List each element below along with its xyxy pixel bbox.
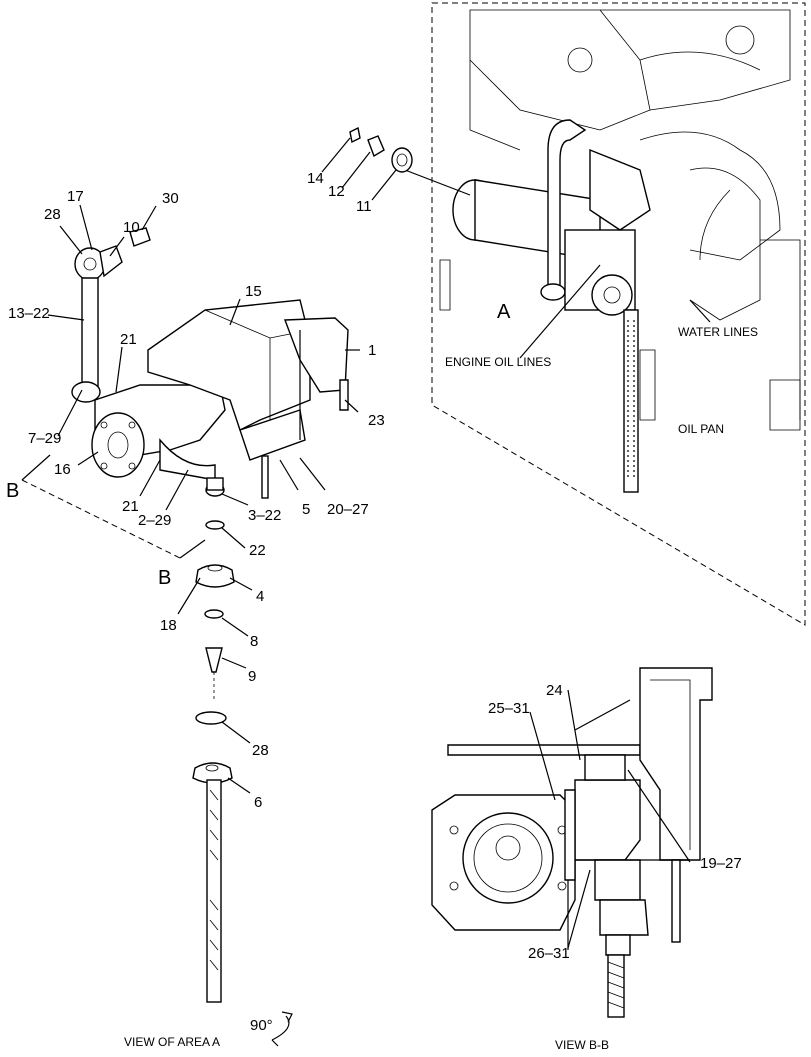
- washer-28: [195, 711, 227, 725]
- caption-view-area-a: VIEW OF AREA A: [124, 1035, 220, 1049]
- label-13-22: 13–22: [8, 305, 50, 322]
- part-11: [391, 147, 413, 173]
- label-oil-pan: OIL PAN: [678, 422, 724, 436]
- caption-view-b-b: VIEW B-B: [555, 1038, 609, 1052]
- label-section-b-1: B: [6, 480, 19, 502]
- label-2-29: 2–29: [138, 512, 171, 529]
- label-3-22: 3–22: [248, 507, 281, 524]
- label-21-bottom: 21: [122, 498, 139, 515]
- vbb-top-plate: [447, 744, 641, 756]
- label-water-lines: WATER LINES: [678, 325, 758, 339]
- leader-engine-oil-lines: [519, 264, 601, 359]
- dipstick-tube: [206, 779, 222, 1003]
- bolt-23: [339, 379, 349, 411]
- label-22: 22: [249, 542, 266, 559]
- label-5: 5: [302, 501, 310, 518]
- tube-13-22: [81, 277, 99, 389]
- label-8: 8: [250, 633, 258, 650]
- part-10: [99, 245, 123, 278]
- part-12: [367, 135, 385, 158]
- label-17: 17: [67, 188, 84, 205]
- label-16: 16: [54, 461, 71, 478]
- caption-rotation: 90°: [250, 1017, 273, 1034]
- part-30: [129, 227, 151, 247]
- vbb-pump-flange: [462, 812, 554, 904]
- vbb-threaded-rod: [607, 954, 625, 1018]
- flange-4: [195, 564, 235, 588]
- rotate-arrow-icon: [271, 1011, 293, 1047]
- part-14: [349, 126, 361, 144]
- bracket-15: [147, 299, 311, 431]
- oil-pump-assembly: 28 17 10 30 13–22 15 21 1 7–29 16 23 B 2…: [6, 188, 385, 1049]
- pump-elbow-2-29: [159, 438, 216, 481]
- leader-11-to-engine: [404, 169, 471, 196]
- pump-flange-16: [91, 412, 145, 478]
- label-7-29: 7–29: [28, 430, 61, 447]
- label-23: 23: [368, 412, 385, 429]
- label-10: 10: [123, 219, 140, 236]
- view-b-b: 25–31 24 19–27 26–31 VIEW B-B: [431, 667, 742, 1052]
- label-4: 4: [256, 588, 264, 605]
- label-26-31: 26–31: [528, 945, 570, 962]
- leader-water-lines: [689, 299, 711, 323]
- oring-8: [204, 609, 224, 619]
- label-9: 9: [248, 668, 256, 685]
- label-18: 18: [160, 617, 177, 634]
- fittings-group: 14 12 11: [307, 126, 413, 215]
- label-19-27: 19–27: [700, 855, 742, 872]
- label-section-b-2: B: [158, 567, 171, 589]
- bolt-5: [261, 455, 269, 499]
- inset-area-a-border: [431, 2, 806, 626]
- vbb-bracket: [639, 667, 713, 861]
- engine-block: [439, 9, 801, 431]
- label-area-a: A: [497, 301, 511, 323]
- section-b-end-2: [179, 539, 206, 559]
- label-30: 30: [162, 190, 179, 207]
- seal-22: [205, 520, 225, 530]
- label-1: 1: [368, 342, 376, 359]
- inset-oil-pump: [452, 119, 651, 316]
- label-28-top: 28: [44, 206, 61, 223]
- label-25-31: 25–31: [488, 700, 530, 717]
- label-28-bottom: 28: [252, 742, 269, 759]
- vbb-bolt: [671, 859, 681, 943]
- label-20-27: 20–27: [327, 501, 369, 518]
- label-15: 15: [245, 283, 262, 300]
- inset-dipstick: [623, 309, 639, 493]
- flange-6: [192, 762, 233, 784]
- label-12: 12: [328, 183, 345, 200]
- label-21-top: 21: [120, 331, 137, 348]
- section-b-end-1: [21, 454, 51, 481]
- label-11: 11: [356, 198, 372, 215]
- inset-area-a: A ENGINE OIL LINES WATER LINES OIL PAN: [404, 2, 806, 626]
- part-9: [205, 647, 223, 673]
- label-24: 24: [546, 682, 563, 699]
- label-engine-oil-lines: ENGINE OIL LINES: [445, 355, 551, 369]
- vbb-tee: [574, 779, 641, 861]
- label-6: 6: [254, 794, 262, 811]
- label-14: 14: [307, 170, 324, 187]
